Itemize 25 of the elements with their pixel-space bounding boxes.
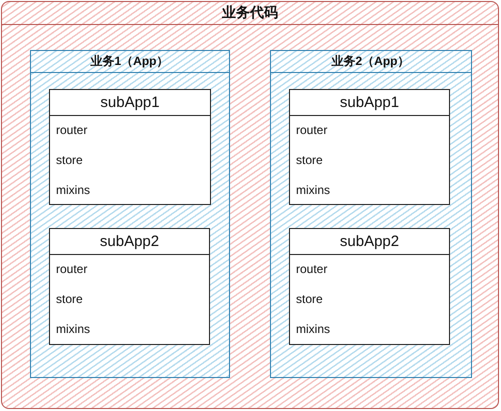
field-text: mixins xyxy=(56,322,90,337)
group-header: 业务1（App） xyxy=(30,50,228,72)
class-box xyxy=(289,89,450,205)
field-text: store xyxy=(296,292,323,307)
class-box xyxy=(49,228,210,345)
field-text: router xyxy=(296,123,328,138)
class-header: subApp1 xyxy=(290,90,449,116)
class-header: subApp2 xyxy=(50,229,209,255)
class-box xyxy=(49,89,211,205)
field-text: router xyxy=(56,262,88,277)
group-box xyxy=(270,50,472,378)
field-text: mixins xyxy=(56,183,90,198)
field-text: store xyxy=(56,292,83,307)
field-text: router xyxy=(56,123,88,138)
field-text: router xyxy=(296,262,328,277)
group-header: 业务2（App） xyxy=(270,50,470,72)
field-text: mixins xyxy=(296,183,330,198)
field-text: store xyxy=(296,153,323,168)
title-bar: 业务代码 xyxy=(2,2,498,25)
field-text: mixins xyxy=(296,322,330,337)
field-text: store xyxy=(56,153,83,168)
class-header: subApp1 xyxy=(50,90,210,116)
class-header: subApp2 xyxy=(290,229,449,255)
class-box xyxy=(289,228,450,345)
group-box xyxy=(30,50,230,378)
